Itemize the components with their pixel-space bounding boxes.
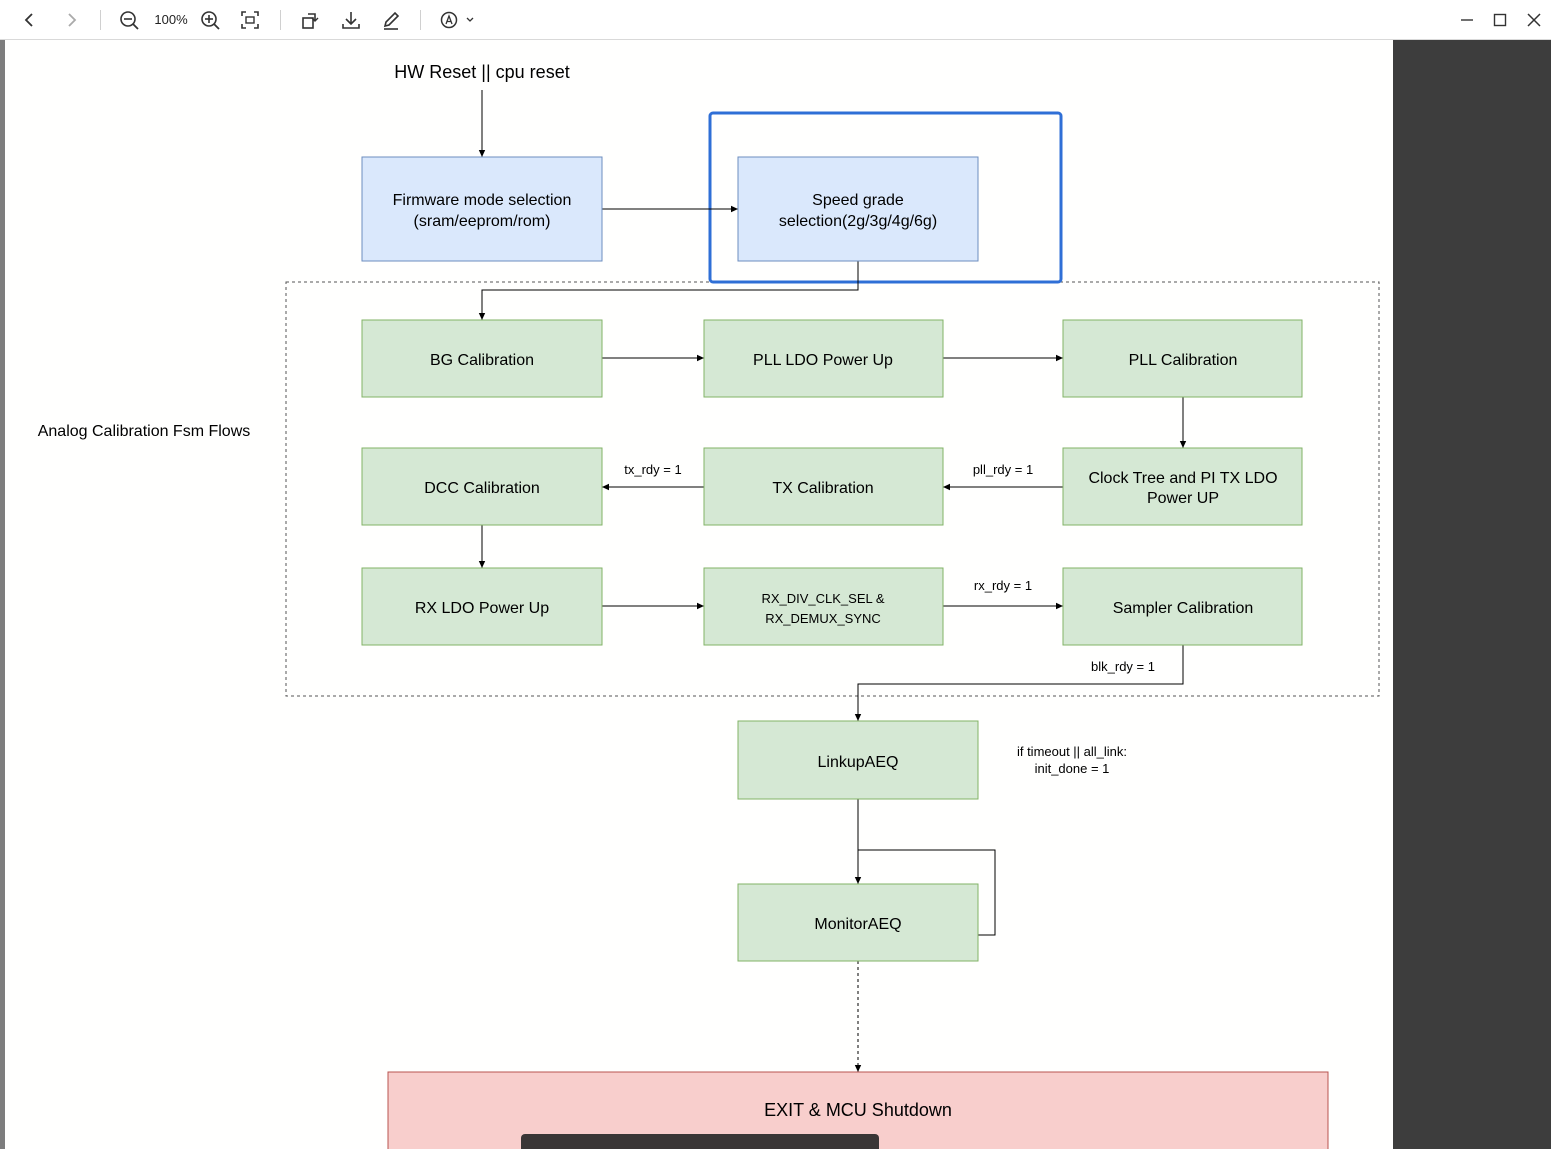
node-pll-ldo-label: PLL LDO Power Up: [753, 352, 893, 369]
speed-grade-highlight: [708, 111, 1063, 284]
node-pll-calibration: [1062, 319, 1303, 398]
text-recognition-icon[interactable]: [437, 6, 477, 34]
node-pll-calibration-label: PLL Calibration: [1129, 352, 1238, 369]
node-clock-tree-line1: Clock Tree and PI TX LDO: [1088, 470, 1277, 487]
node-dcc-calibration: [361, 447, 603, 526]
node-pll-ldo-power-up: [703, 319, 944, 398]
annotate-pen-icon[interactable]: [377, 6, 405, 34]
viewer-toolbar: 100%: [0, 0, 1551, 40]
node-firmware-mode-line1: Firmware mode selection: [393, 192, 572, 209]
toolbar-divider: [420, 10, 421, 30]
edge-label-blk-rdy: blk_rdy = 1: [1091, 659, 1155, 674]
node-rx-ldo-label: RX LDO Power Up: [415, 600, 549, 617]
zoom-out-icon[interactable]: [115, 6, 143, 34]
node-bg-calibration: [361, 319, 603, 398]
edge-label-timeout-line2: init_done = 1: [1035, 761, 1110, 776]
left-window-edge: [0, 40, 5, 1149]
node-tx-calibration-label: TX Calibration: [772, 480, 873, 497]
node-clock-tree: [1062, 447, 1303, 526]
edges: [478, 90, 1187, 1072]
node-speed-grade: [737, 156, 979, 262]
node-sampler-label: Sampler Calibration: [1113, 600, 1254, 617]
node-dcc-calibration-label: DCC Calibration: [424, 480, 540, 497]
node-clock-tree-line2: Power UP: [1147, 490, 1219, 507]
node-firmware-mode: [361, 156, 603, 262]
node-speed-grade-line2: selection(2g/3g/4g/6g): [779, 213, 937, 230]
node-speed-grade-line1: Speed grade: [812, 192, 904, 209]
node-rx-div-line1: RX_DIV_CLK_SEL &: [761, 591, 884, 606]
viewer-side-background: [1393, 40, 1551, 1149]
toolbar-divider: [280, 10, 281, 30]
edge-label-pll-rdy: pll_rdy = 1: [973, 462, 1033, 477]
edge-label-timeout-line1: if timeout || all_link:: [1017, 744, 1127, 759]
close-icon[interactable]: [1520, 6, 1548, 34]
maximize-icon[interactable]: [1486, 6, 1514, 34]
node-bg-calibration-label: BG Calibration: [430, 352, 534, 369]
node-rx-div-line2: RX_DEMUX_SYNC: [765, 611, 881, 626]
floating-page-toolbar[interactable]: [521, 1134, 879, 1149]
node-exit-label: EXIT & MCU Shutdown: [764, 1100, 952, 1120]
node-tx-calibration: [703, 447, 944, 526]
node-linkup-aeq-label: LinkupAEQ: [818, 754, 899, 771]
toolbar-divider: [100, 10, 101, 30]
rotate-icon[interactable]: [296, 6, 324, 34]
edge-label-tx-rdy: tx_rdy = 1: [624, 462, 681, 477]
edge-label-rx-rdy: rx_rdy = 1: [974, 578, 1032, 593]
zoom-level[interactable]: 100%: [154, 12, 188, 27]
node-firmware-mode-line2: (sram/eeprom/rom): [414, 213, 551, 230]
node-rx-div-clk-sel: [703, 567, 944, 646]
node-linkup-aeq: [737, 720, 979, 800]
flow-diagram: HW Reset || cpu reset Analog Calibration…: [38, 62, 1380, 1149]
edge-monitor-self-loop: [858, 849, 996, 936]
node-sampler-calibration: [1062, 567, 1303, 646]
fit-page-icon[interactable]: [236, 6, 264, 34]
back-icon[interactable]: [16, 6, 44, 34]
document-page[interactable]: HW Reset || cpu reset Analog Calibration…: [5, 40, 1393, 1149]
start-label: HW Reset || cpu reset: [394, 62, 569, 82]
edge-speed-to-bg: [478, 261, 859, 320]
node-rx-ldo-power-up: [361, 567, 603, 646]
node-monitor-aeq-label: MonitorAEQ: [814, 916, 901, 933]
zoom-in-icon[interactable]: [196, 6, 224, 34]
node-monitor-aeq: [737, 883, 979, 962]
forward-icon[interactable]: [57, 6, 85, 34]
minimize-icon[interactable]: [1453, 6, 1481, 34]
group-label: Analog Calibration Fsm Flows: [38, 423, 251, 440]
download-icon[interactable]: [337, 6, 365, 34]
edge-sampler-to-linkup: [854, 645, 1184, 721]
